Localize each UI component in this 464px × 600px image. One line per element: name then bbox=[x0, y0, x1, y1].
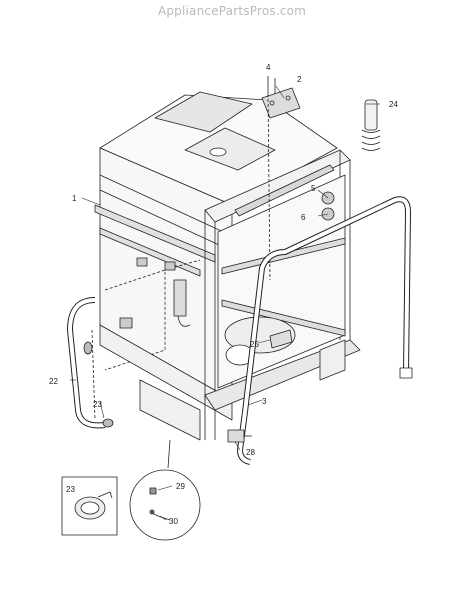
leader-lines bbox=[70, 85, 380, 521]
callout-23-detail: 23 bbox=[66, 485, 75, 494]
door-gasket bbox=[237, 196, 413, 465]
drain-hose bbox=[67, 297, 114, 429]
screws bbox=[267, 76, 276, 281]
hinge-bracket bbox=[261, 87, 301, 119]
site-watermark: AppliancePartsPros.com bbox=[157, 4, 307, 18]
callout-24: 24 bbox=[389, 100, 398, 109]
callout-3: 3 bbox=[262, 397, 267, 406]
callout-22: 22 bbox=[49, 377, 58, 386]
callout-6: 6 bbox=[301, 213, 306, 222]
tub-assembly bbox=[94, 91, 361, 441]
callout-labels: 1 2 3 4 5 6 22 23 23 24 25 28 29 30 bbox=[49, 63, 398, 526]
callout-5: 5 bbox=[311, 184, 316, 193]
vent-tube bbox=[361, 99, 381, 151]
latch-connector bbox=[227, 429, 252, 443]
callout-2: 2 bbox=[297, 75, 302, 84]
callout-1: 1 bbox=[72, 194, 77, 203]
callout-23: 23 bbox=[93, 400, 102, 409]
callout-30: 30 bbox=[169, 517, 178, 526]
callout-28: 28 bbox=[246, 448, 255, 457]
hose-clamp-detail bbox=[61, 476, 118, 536]
wiring-detail-circle bbox=[129, 439, 201, 541]
callout-25: 25 bbox=[250, 340, 259, 349]
callout-4: 4 bbox=[266, 63, 271, 72]
support-bracket bbox=[269, 329, 293, 349]
callout-29: 29 bbox=[176, 482, 185, 491]
